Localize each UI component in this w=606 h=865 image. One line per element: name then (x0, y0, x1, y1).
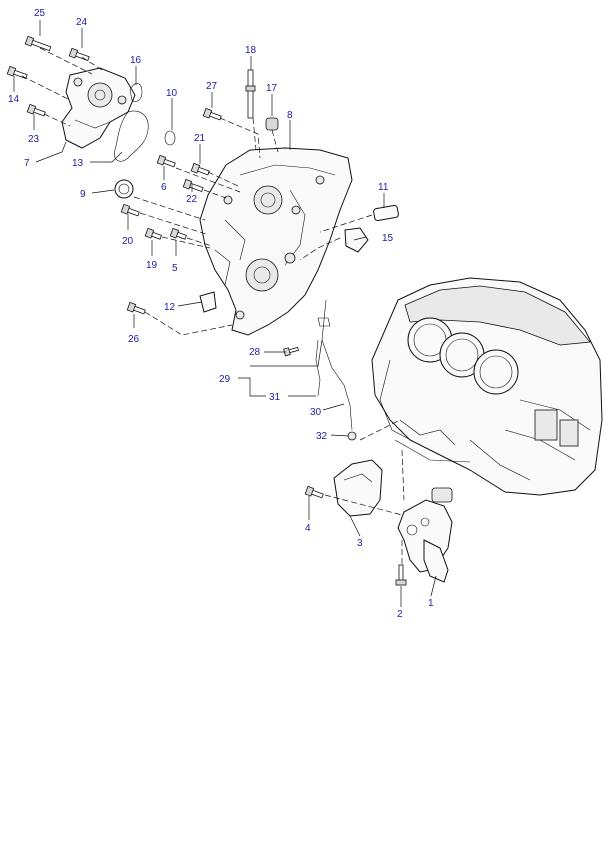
bolts (6, 35, 407, 586)
callout-16: 16 (130, 55, 142, 66)
callout-22: 22 (186, 194, 198, 205)
bracket (344, 227, 369, 253)
bolt-21 (190, 162, 210, 176)
o-ring (164, 130, 176, 146)
callout-30: 30 (310, 407, 322, 418)
callout-26: 26 (128, 334, 140, 345)
clip (199, 291, 217, 313)
callout-10: 10 (166, 88, 178, 99)
callout-27: 27 (206, 81, 218, 92)
bolt-19 (144, 227, 162, 240)
callout-13: 13 (72, 158, 84, 169)
bolt-28 (283, 346, 299, 357)
bolt-4 (304, 485, 324, 499)
callout-15: 15 (382, 233, 394, 244)
callout-1: 1 (428, 598, 434, 609)
callout-23: 23 (28, 134, 40, 145)
callout-8: 8 (287, 110, 293, 121)
water-pump (61, 67, 136, 149)
callout-20: 20 (122, 236, 134, 247)
bolt-5 (169, 227, 187, 240)
callout-9: 9 (80, 189, 86, 200)
leader-lines (13, 20, 437, 607)
oil-filter-housing (397, 487, 453, 583)
heat-shield (333, 459, 383, 517)
bolt-23 (26, 103, 46, 117)
callout-19: 19 (146, 260, 158, 271)
callout-31: 31 (269, 392, 281, 403)
stud-bolt (245, 69, 256, 119)
assembly-lines (21, 47, 405, 565)
callout-25: 25 (34, 8, 46, 19)
bolt-22 (182, 178, 204, 193)
bolt-2 (395, 564, 407, 586)
water-pump-gasket (114, 110, 149, 162)
callout-29: 29 (219, 374, 231, 385)
callout-24: 24 (76, 17, 88, 28)
callout-2: 2 (397, 609, 403, 620)
bolt-27 (202, 107, 222, 121)
engine-block (371, 277, 603, 496)
callout-18: 18 (245, 45, 257, 56)
dowel-sleeve (373, 204, 399, 222)
callout-28: 28 (249, 347, 261, 358)
callout-labels: 25 24 16 18 27 17 10 14 8 23 21 7 13 6 1… (8, 8, 434, 620)
callout-12: 12 (164, 302, 176, 313)
bolt-26 (126, 301, 146, 315)
callout-3: 3 (357, 538, 363, 549)
oil-level-gauge (315, 299, 357, 441)
callout-17: 17 (266, 83, 278, 94)
pipe-gasket (129, 83, 143, 102)
bolt-25 (24, 35, 52, 52)
callout-14: 14 (8, 94, 20, 105)
callout-32: 32 (316, 431, 328, 442)
callout-7: 7 (24, 158, 30, 169)
bolt-20 (120, 203, 140, 217)
timing-cover (199, 147, 353, 336)
callout-6: 6 (161, 182, 167, 193)
callout-4: 4 (305, 523, 311, 534)
front-oil-seal (114, 179, 134, 199)
callout-5: 5 (172, 263, 178, 274)
bolt-14 (6, 65, 28, 80)
cap (265, 117, 279, 131)
callout-11: 11 (378, 182, 389, 193)
bolt-6 (156, 154, 176, 168)
bolt-24 (68, 47, 90, 62)
callout-21: 21 (194, 133, 206, 144)
